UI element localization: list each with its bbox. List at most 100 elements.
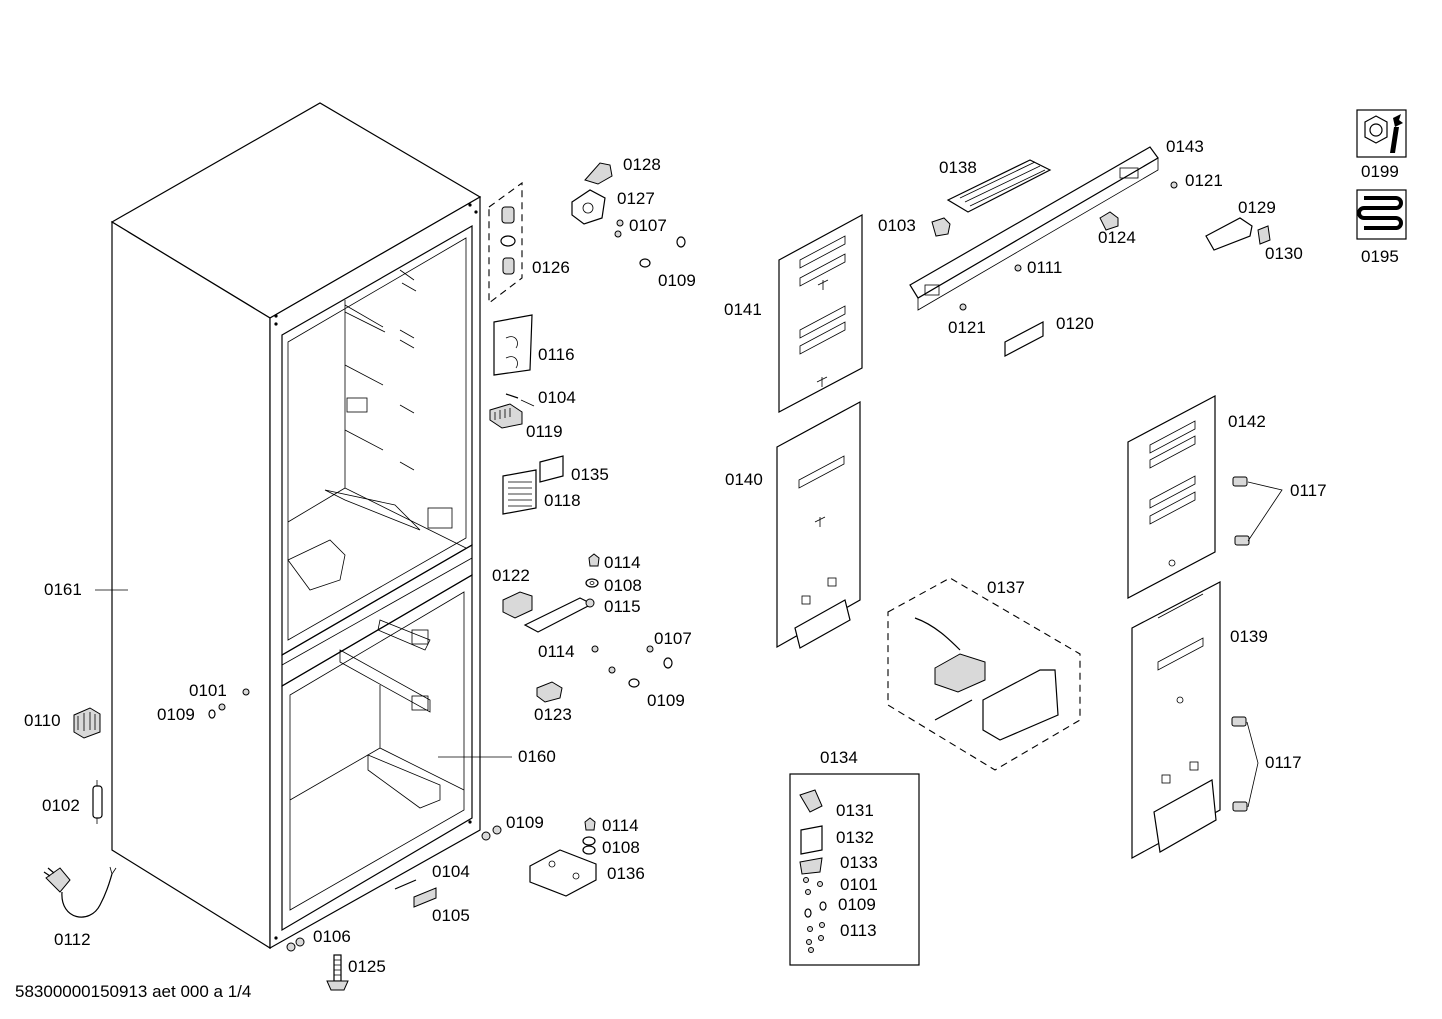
callout-0107: 0107 <box>654 629 692 648</box>
parts-0107-0109-screws-center-top <box>614 219 686 268</box>
part-0143-control-strip <box>909 146 1159 311</box>
parts-0106-feet-caps <box>286 937 305 952</box>
callout-0105: 0105 <box>432 906 470 925</box>
callout-0111: 0111 <box>1027 258 1063 277</box>
callout-0117: 0117 <box>1265 753 1302 772</box>
parts-0114-0108-washers-a <box>585 553 600 653</box>
callout-0120: 0120 <box>1056 314 1094 333</box>
part-0104-0105-sensor-lower <box>394 879 437 908</box>
callout-0123: 0123 <box>534 705 572 724</box>
callout-0102: 0102 <box>42 796 80 815</box>
part-0136-lower-hinge <box>529 849 597 897</box>
callout-0101: 0101 <box>189 681 227 700</box>
part-0141-door-upper-left <box>778 213 863 413</box>
callout-0134: 0134 <box>820 748 858 767</box>
callout-0115: 0115 <box>604 597 641 616</box>
callout-0160: 0160 <box>518 747 556 766</box>
callout-0109: 0109 <box>647 691 685 710</box>
callout-0109: 0109 <box>658 271 696 290</box>
parts-0107-0109-screws-center-mid <box>608 645 673 688</box>
callout-0124: 0124 <box>1098 228 1136 247</box>
callout-0118: 0118 <box>544 491 581 510</box>
callout-0112: 0112 <box>54 930 91 949</box>
callout-0103: 0103 <box>878 216 916 235</box>
callout-0140: 0140 <box>725 470 763 489</box>
part-0126-lamp-holder-group <box>488 181 523 305</box>
part-0125-leveling-foot <box>326 954 349 991</box>
callout-0117: 0117 <box>1290 481 1327 500</box>
callout-0121: 0121 <box>1185 171 1223 190</box>
callout-0122: 0122 <box>492 566 530 585</box>
part-0118-grille <box>502 469 537 515</box>
part-0138-display-cover <box>946 159 1052 213</box>
callout-0116: 0116 <box>538 345 575 364</box>
callout-0199: 0199 <box>1361 162 1399 181</box>
part-0128-switch <box>584 162 613 185</box>
callout-0142: 0142 <box>1228 412 1266 431</box>
callout-0141: 0141 <box>724 300 762 319</box>
part-0116-cover <box>493 314 533 376</box>
callout-0108: 0108 <box>602 838 640 857</box>
part-0127-thermostat-bracket <box>571 189 606 225</box>
part-0129-light-cover <box>1205 217 1253 251</box>
part-0104-sensor <box>505 393 535 407</box>
callout-0139: 0139 <box>1230 627 1268 646</box>
callout-0130: 0130 <box>1265 244 1303 263</box>
callout-0161: 0161 <box>44 580 82 599</box>
callout-0121: 0121 <box>948 318 986 337</box>
part-0134-kit-box <box>789 773 920 966</box>
cabinet-housing <box>95 102 512 950</box>
part-0139-door-lower-right <box>1131 581 1221 860</box>
tools-icon <box>1356 109 1407 158</box>
part-0102-fuse <box>92 780 103 824</box>
callout-0136: 0136 <box>607 864 645 883</box>
callout-0131: 0131 <box>836 801 874 820</box>
callout-0132: 0132 <box>836 828 874 847</box>
callout-0104: 0104 <box>432 862 470 881</box>
parts-0101-0109-screws-left <box>208 688 250 719</box>
part-0135-label <box>539 455 564 483</box>
callout-0129: 0129 <box>1238 198 1276 217</box>
callout-0109: 0109 <box>838 895 876 914</box>
part-0119-socket <box>489 403 523 429</box>
part-0120-diffuser <box>1004 321 1044 357</box>
callout-0106: 0106 <box>313 927 351 946</box>
part-0103-sensor-clip <box>931 217 951 237</box>
part-0110-terminal-block <box>73 707 101 739</box>
part-0142-door-upper-right <box>1127 395 1216 599</box>
callout-0104: 0104 <box>538 388 576 407</box>
callout-0137: 0137 <box>987 578 1025 597</box>
callout-0125: 0125 <box>348 957 386 976</box>
callout-0127: 0127 <box>617 189 655 208</box>
callout-0119: 0119 <box>526 422 563 441</box>
parts-0114-0108-washers-b <box>582 817 596 855</box>
heating-coil-icon <box>1356 189 1407 240</box>
part-0140-door-lower-left <box>776 400 861 649</box>
callout-0128: 0128 <box>623 155 661 174</box>
part-0137-control-group <box>887 577 1081 771</box>
callout-0110: 0110 <box>24 711 61 730</box>
part-0115-hinge <box>523 597 595 633</box>
document-footer-code: 58300000150913 aet 000 a 1/4 <box>15 982 252 1001</box>
callout-0138: 0138 <box>939 158 977 177</box>
part-0124-switch <box>1099 211 1119 231</box>
callout-0108: 0108 <box>604 576 642 595</box>
callout-0133: 0133 <box>840 853 878 872</box>
callout-0107: 0107 <box>629 216 667 235</box>
callout-0109: 0109 <box>157 705 195 724</box>
parts-0109-caps-lower <box>481 825 502 841</box>
callout-0126: 0126 <box>532 258 570 277</box>
part-0123-connector <box>536 681 563 703</box>
callout-0135: 0135 <box>571 465 609 484</box>
part-0130-bulb <box>1257 225 1271 245</box>
callout-0101: 0101 <box>840 875 878 894</box>
callout-0114: 0114 <box>538 642 575 661</box>
callout-0195: 0195 <box>1361 247 1399 266</box>
callout-0113: 0113 <box>840 921 877 940</box>
part-0122-hinge-bracket <box>502 591 533 619</box>
part-0112-power-cord <box>43 866 117 918</box>
callout-0143: 0143 <box>1166 137 1204 156</box>
parts-0117-door-pins <box>1231 476 1283 812</box>
parts-0121-0111-screws <box>959 181 1178 311</box>
